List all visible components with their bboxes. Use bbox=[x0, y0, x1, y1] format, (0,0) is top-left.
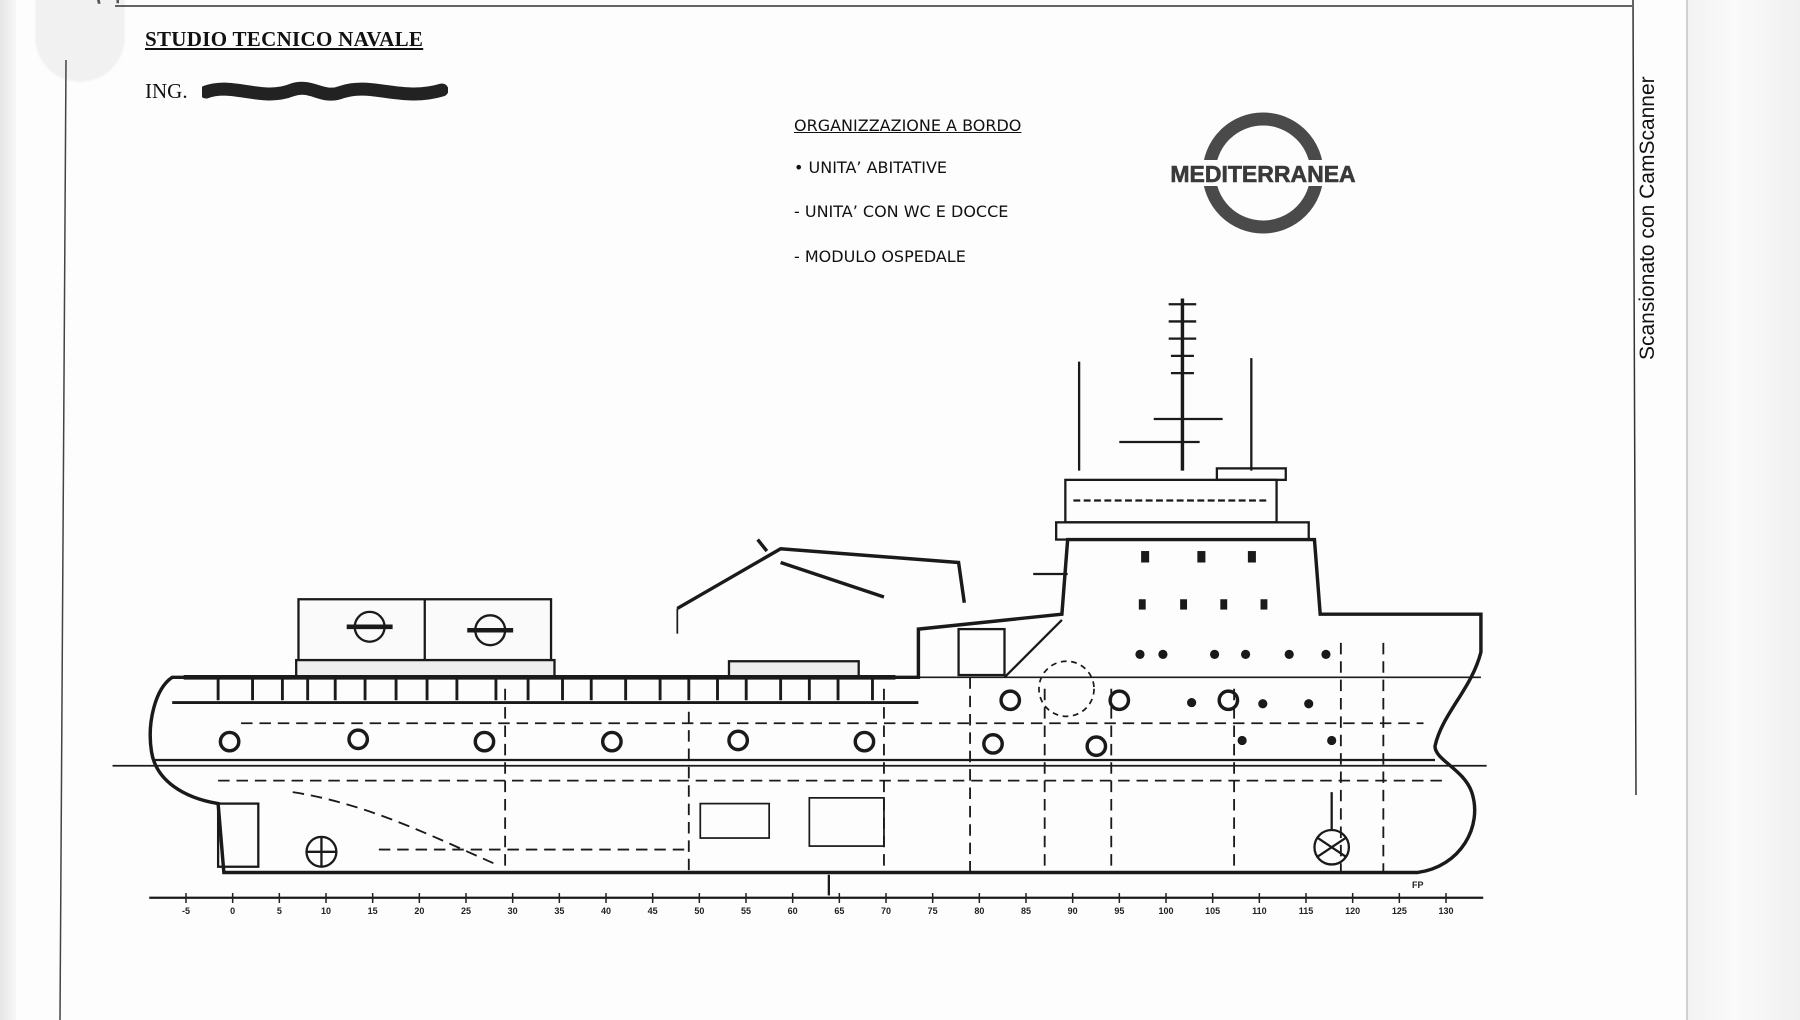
portholes bbox=[218, 660, 1240, 758]
bridge-superstructure bbox=[957, 298, 1310, 679]
deck-containers bbox=[295, 598, 860, 679]
scan-left-edge bbox=[0, 0, 16, 1020]
scale-label: 60 bbox=[788, 906, 798, 916]
scan-right-margin bbox=[1686, 0, 1800, 1020]
engineer-prefix: ING. bbox=[145, 79, 188, 103]
frame-scale: -5 0 5 10 15 20 25 30 35 40 45 50 55 60 65 70 75 80 85 90 95… bbox=[182, 893, 1454, 916]
organization-item: - MODULO OSPEDALE bbox=[794, 247, 966, 266]
scale-label: 115 bbox=[1299, 906, 1314, 916]
fp-label: FP bbox=[1412, 880, 1424, 890]
scale-label: 50 bbox=[694, 906, 704, 916]
frame-right-line bbox=[1632, 0, 1637, 796]
scale-label: 95 bbox=[1114, 906, 1124, 916]
scale-label: 20 bbox=[414, 906, 424, 916]
scale-label: 0 bbox=[230, 906, 235, 916]
mediterranea-logo: MEDITERRANEA bbox=[1163, 112, 1363, 234]
scale-label: 130 bbox=[1438, 906, 1453, 916]
scale-label: 125 bbox=[1392, 906, 1407, 916]
scale-label: 10 bbox=[321, 906, 331, 916]
rudder bbox=[216, 802, 260, 868]
scale-label: 90 bbox=[1068, 906, 1078, 916]
scale-label: 70 bbox=[881, 906, 891, 916]
scale-label: 35 bbox=[554, 906, 564, 916]
bow-thruster-icon bbox=[1313, 792, 1351, 866]
page-number-tab[interactable]: 1 bbox=[36, 0, 127, 80]
internal-dashed-lines bbox=[218, 642, 1447, 873]
scale-label: 40 bbox=[601, 906, 611, 916]
frame-left-line bbox=[59, 59, 67, 1020]
scale-label: 45 bbox=[648, 906, 658, 916]
scale-label: 5 bbox=[277, 906, 282, 916]
hull-outline bbox=[148, 537, 1483, 875]
crane bbox=[676, 538, 967, 634]
propeller-icon bbox=[305, 835, 338, 868]
organization-title: ORGANIZZAZIONE A BORDO bbox=[794, 116, 1022, 135]
scale-label: 80 bbox=[974, 906, 984, 916]
scale-label: 85 bbox=[1021, 906, 1031, 916]
machinery bbox=[699, 802, 771, 839]
engine bbox=[808, 796, 885, 847]
scale-label: 30 bbox=[508, 906, 518, 916]
scale-label: 75 bbox=[928, 906, 938, 916]
redacted-name-scribble bbox=[202, 81, 448, 101]
scale-label: 65 bbox=[834, 906, 844, 916]
scale-label: 55 bbox=[741, 906, 751, 916]
scale-label: 25 bbox=[461, 906, 471, 916]
scale-label: 100 bbox=[1158, 906, 1173, 916]
small-portholes bbox=[1135, 551, 1337, 746]
scale-label: 105 bbox=[1205, 906, 1220, 916]
bulwark-railing bbox=[183, 675, 896, 701]
organization-item: • UNITA’ ABITATIVE bbox=[794, 158, 947, 177]
logo-text: MEDITERRANEA bbox=[1170, 161, 1355, 187]
scale-label: 120 bbox=[1345, 906, 1360, 916]
studio-title: STUDIO TECNICO NAVALE bbox=[145, 27, 424, 51]
scale-label: 110 bbox=[1252, 906, 1267, 916]
scale-label: -5 bbox=[182, 906, 190, 916]
organization-item: - UNITA’ CON WC E DOCCE bbox=[794, 202, 1009, 221]
scale-label: 15 bbox=[368, 906, 378, 916]
